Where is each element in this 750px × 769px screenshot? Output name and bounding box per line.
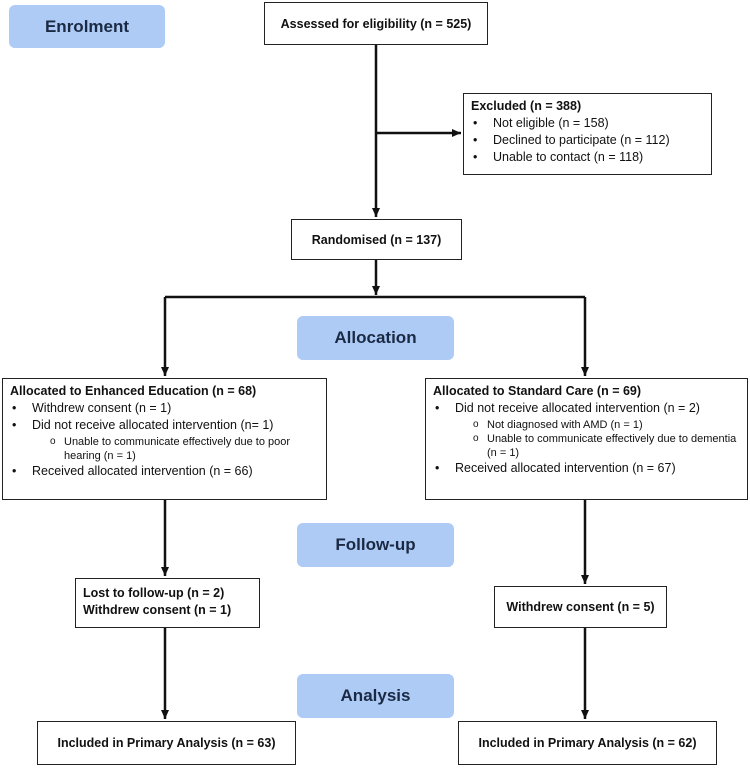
sub-list: Not diagnosed with AMD (n = 1) Unable to… <box>455 418 740 460</box>
sub-list: Unable to communicate effectively due to… <box>32 435 319 463</box>
allocated-standard-care-box: Allocated to Standard Care (n = 69) Did … <box>425 378 748 500</box>
excluded-item: Not eligible (n = 158) <box>471 115 704 132</box>
followup-left-line1: Lost to follow-up (n = 2) <box>83 586 225 600</box>
allocated-standard-title: Allocated to Standard Care (n = 69) <box>433 384 642 398</box>
assessed-box: Assessed for eligibility (n = 525) <box>264 2 488 45</box>
allocated-enhanced-title: Allocated to Enhanced Education (n = 68) <box>10 384 257 398</box>
allocated-enhanced-education-box: Allocated to Enhanced Education (n = 68)… <box>2 378 327 500</box>
analysis-left-box: Included in Primary Analysis (n = 63) <box>37 721 296 765</box>
stage-analysis: Analysis <box>297 674 454 718</box>
excluded-list: Not eligible (n = 158) Declined to parti… <box>471 115 704 166</box>
list-item: Withdrew consent (n = 1) <box>10 400 319 417</box>
excluded-item: Unable to contact (n = 118) <box>471 149 704 166</box>
list-item: Did not receive allocated intervention (… <box>10 417 319 463</box>
list-item: Received allocated intervention (n = 67) <box>433 460 740 477</box>
list-item-text: Did not receive allocated intervention (… <box>455 401 700 415</box>
sub-list-item: Unable to communicate effectively due to… <box>32 435 319 463</box>
followup-left-line2: Withdrew consent (n = 1) <box>83 603 232 617</box>
excluded-item: Declined to participate (n = 112) <box>471 132 704 149</box>
sub-list-item: Not diagnosed with AMD (n = 1) <box>455 418 740 432</box>
analysis-right-box: Included in Primary Analysis (n = 62) <box>458 721 717 765</box>
followup-left-box: Lost to follow-up (n = 2) Withdrew conse… <box>75 578 260 628</box>
sub-list-item: Unable to communicate effectively due to… <box>455 432 740 460</box>
excluded-title: Excluded (n = 388) <box>471 99 582 113</box>
allocated-enhanced-list: Withdrew consent (n = 1) Did not receive… <box>10 400 319 480</box>
list-item: Received allocated intervention (n = 66) <box>10 463 319 480</box>
stage-followup: Follow-up <box>297 523 454 567</box>
stage-allocation: Allocation <box>297 316 454 360</box>
list-item-text: Did not receive allocated intervention (… <box>32 418 274 432</box>
stage-enrolment: Enrolment <box>9 5 165 48</box>
list-item: Did not receive allocated intervention (… <box>433 400 740 460</box>
allocated-standard-list: Did not receive allocated intervention (… <box>433 400 740 477</box>
excluded-box: Excluded (n = 388) Not eligible (n = 158… <box>463 93 712 175</box>
randomised-box: Randomised (n = 137) <box>291 219 462 260</box>
followup-right-box: Withdrew consent (n = 5) <box>494 586 667 628</box>
